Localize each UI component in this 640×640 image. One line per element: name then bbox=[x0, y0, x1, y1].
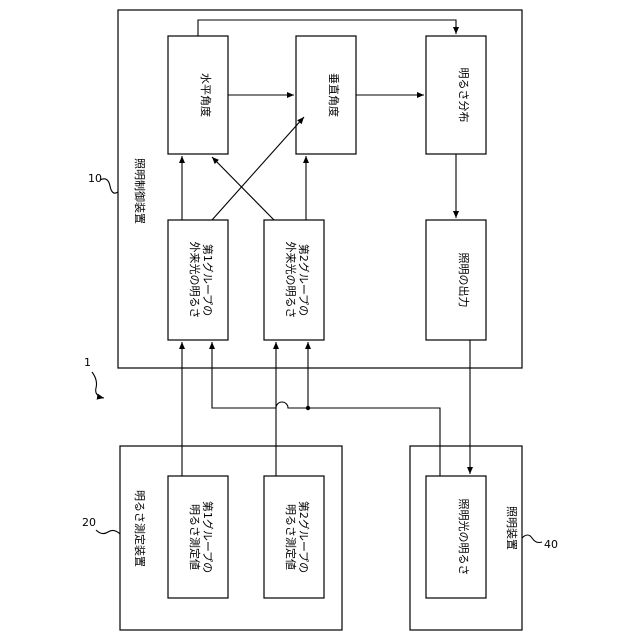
ref-10-leader bbox=[100, 179, 118, 193]
horizontal-angle-block bbox=[168, 36, 228, 154]
lighting-output-block bbox=[426, 220, 486, 340]
horizontal-angle-label: 水平角度 bbox=[199, 73, 213, 117]
group2-measured-line1: 第2グループの bbox=[297, 501, 311, 573]
control-device-title: 照明制御装置 bbox=[133, 158, 147, 224]
group1-ambient-line1: 第1グループの bbox=[201, 244, 215, 316]
group2-measured-line2: 明るさ測定値 bbox=[284, 504, 298, 570]
lighting-output-label: 照明の出力 bbox=[457, 253, 471, 308]
ref-10-label: 10 bbox=[88, 172, 102, 185]
ref-20-leader bbox=[96, 530, 120, 534]
measuring-device-title: 明るさ測定装置 bbox=[133, 490, 147, 567]
junction-dot bbox=[306, 406, 310, 410]
group1-measured-line1: 第1グループの bbox=[201, 501, 215, 573]
vertical-angle-label: 垂直角度 bbox=[327, 73, 341, 117]
ref-1-label: 1 bbox=[84, 356, 91, 369]
brightness-distribution-label: 明るさ分布 bbox=[457, 68, 470, 123]
ref-40-label: 40 bbox=[544, 538, 558, 551]
lighting-device-title: 照明装置 bbox=[505, 506, 518, 550]
ref-40-leader bbox=[522, 535, 542, 543]
brightness-distribution-block bbox=[426, 36, 486, 154]
ref-1-leader bbox=[92, 372, 104, 398]
vertical-angle-block bbox=[296, 36, 356, 154]
group1-ambient-line2: 外来光の明るさ bbox=[188, 242, 202, 319]
light-brightness-label: 照明光の明るさ bbox=[457, 499, 471, 576]
ref-20-label: 20 bbox=[82, 516, 96, 529]
light-brightness-block bbox=[426, 476, 486, 598]
group2-ambient-line2: 外来光の明るさ bbox=[284, 242, 298, 319]
group1-measured-line2: 明るさ測定値 bbox=[188, 504, 202, 570]
group2-ambient-line1: 第2グループの bbox=[297, 244, 311, 316]
